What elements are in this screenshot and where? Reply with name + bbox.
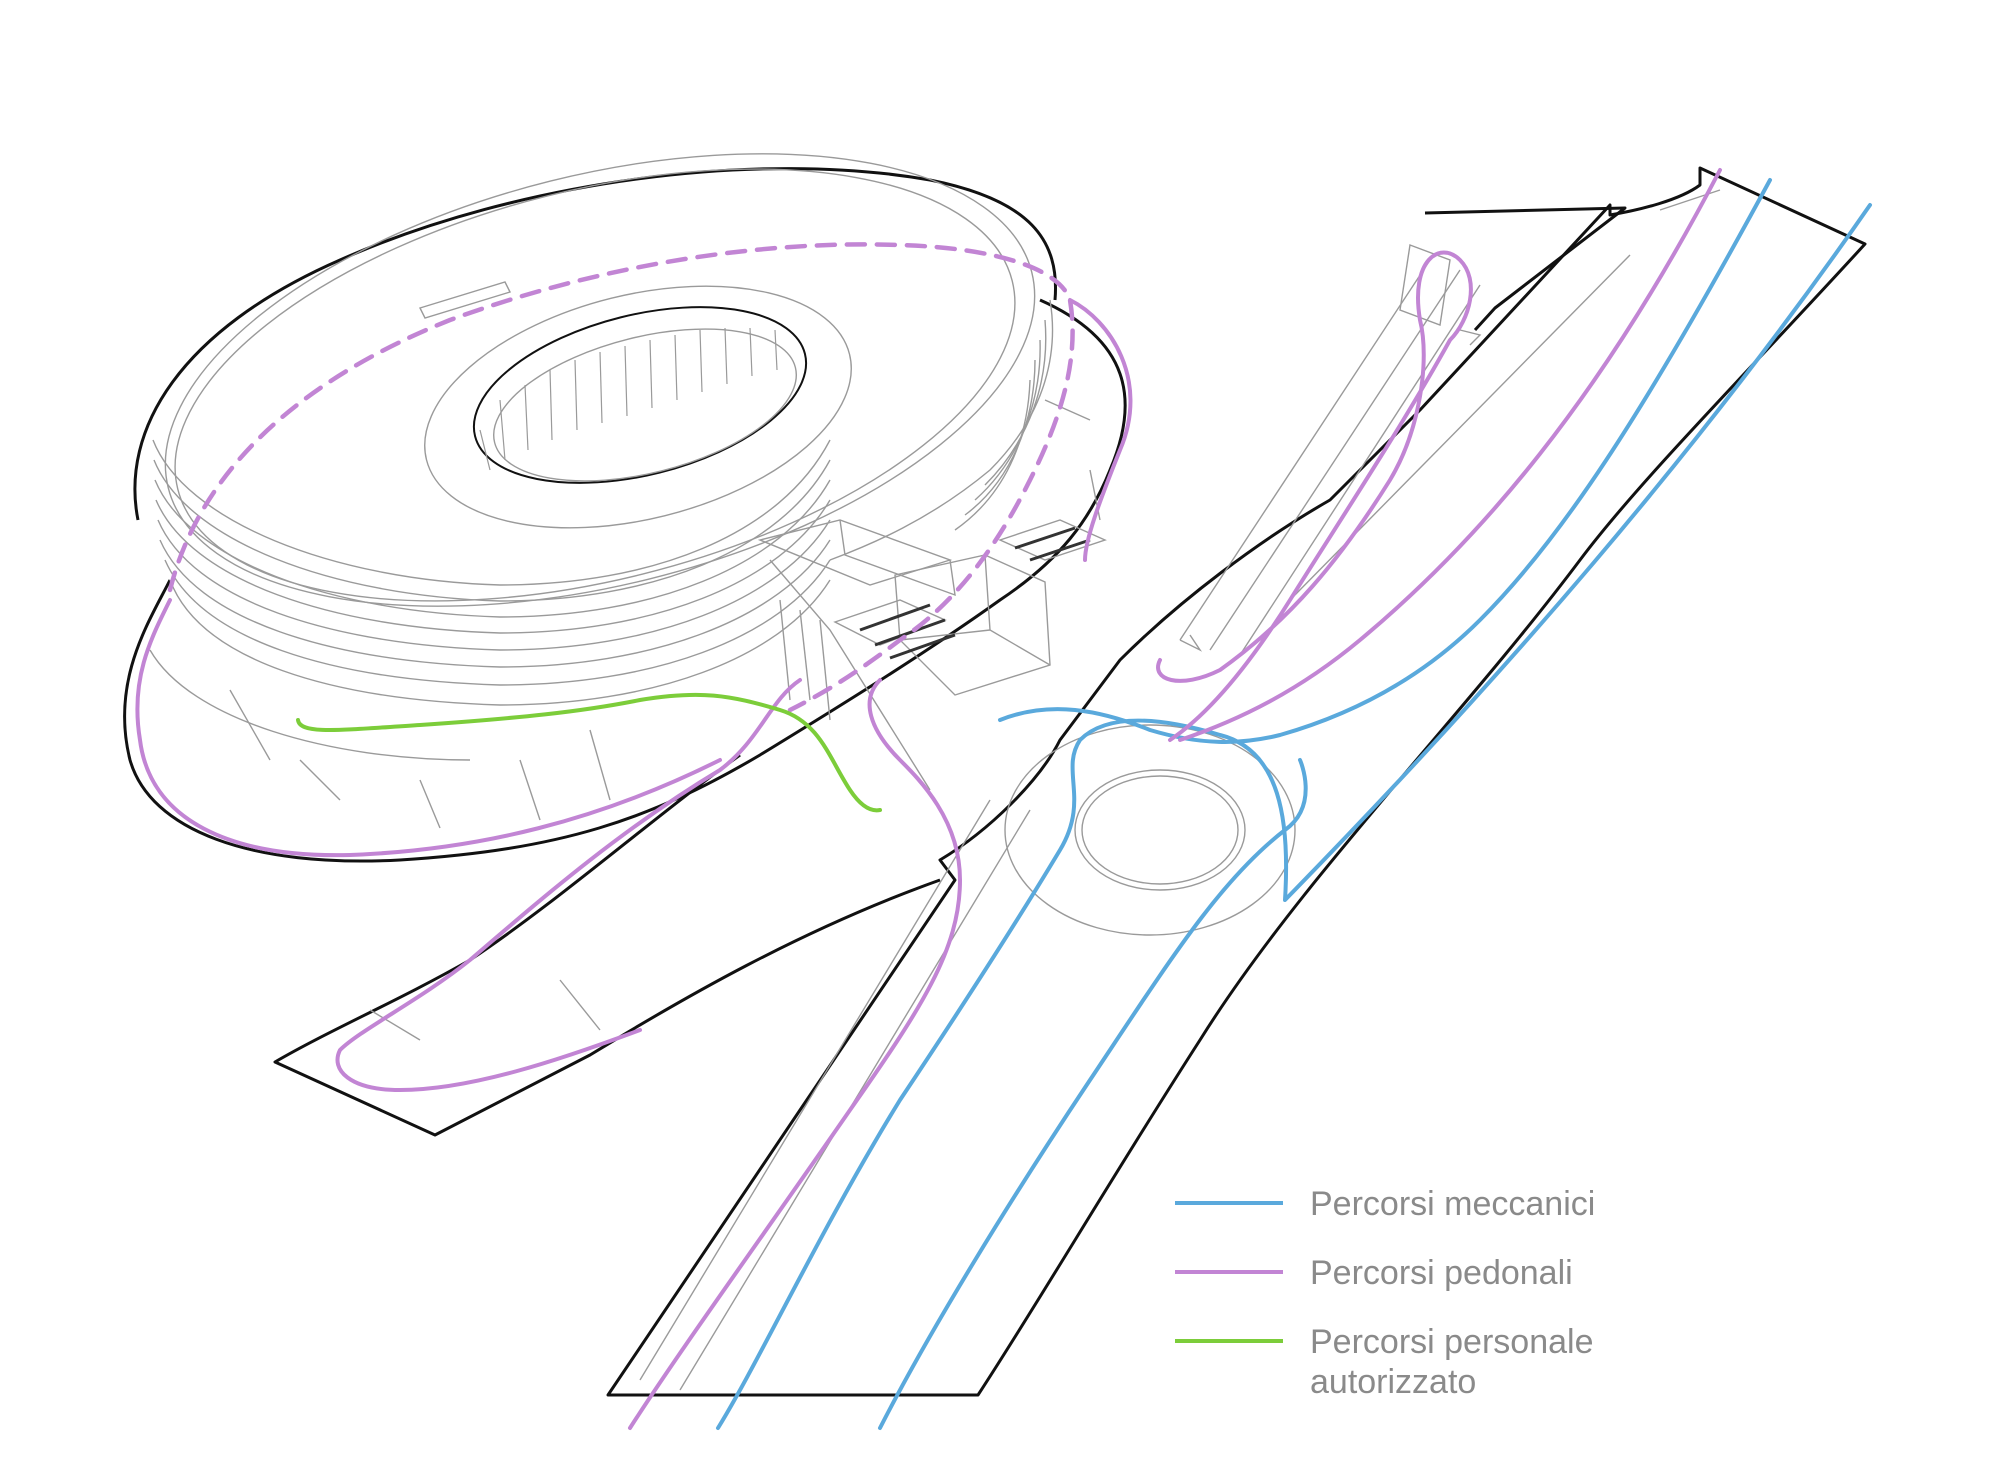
pedestrian-route-main [628, 678, 962, 1430]
pedestrian-routes [135, 168, 1722, 1430]
upper-ramp-outline [1424, 206, 1627, 332]
pedestrian-route-upper-ramp [1156, 250, 1473, 742]
legend-item-mechanical: Percorsi meccanici [1175, 1185, 1595, 1223]
pedestrian-route-left-ramp [335, 678, 802, 1092]
seating-ribs [479, 327, 778, 471]
pedestrian-route-stadium-loop [135, 598, 722, 858]
legend-label-mechanical: Percorsi meccanici [1310, 1185, 1595, 1223]
legend-label-staff-line2: autorizzato [1310, 1363, 1476, 1401]
legend-item-pedestrian: Percorsi pedonali [1175, 1254, 1573, 1292]
left-ramp-outline [273, 753, 941, 1137]
pedestrian-route-right [1068, 298, 1133, 562]
pedestrian-route-upper-main [1178, 168, 1722, 742]
mechanical-routes [716, 178, 1872, 1430]
stadium-base-outline [123, 298, 1127, 863]
mechanical-route-1 [716, 203, 1872, 1430]
legend: Percorsi meccanici Percorsi pedonali Per… [1175, 1185, 1595, 1401]
legend-item-staff: Percorsi personale autorizzato [1175, 1323, 1593, 1401]
stadium-roof-outline [133, 167, 1058, 521]
mechanical-route-3 [998, 178, 1772, 744]
legend-label-pedestrian: Percorsi pedonali [1310, 1254, 1573, 1292]
roundabout [1004, 724, 1296, 936]
staff-routes [296, 692, 882, 813]
staff-route [296, 692, 882, 813]
site-outline [123, 166, 1867, 1397]
stadium-body [149, 153, 1101, 829]
mechanical-route-2 [878, 758, 1308, 1430]
legend-label-staff: Percorsi personale [1310, 1323, 1593, 1361]
pedestrian-route-dashed [167, 242, 1075, 713]
main-road-outline [606, 166, 1867, 1397]
